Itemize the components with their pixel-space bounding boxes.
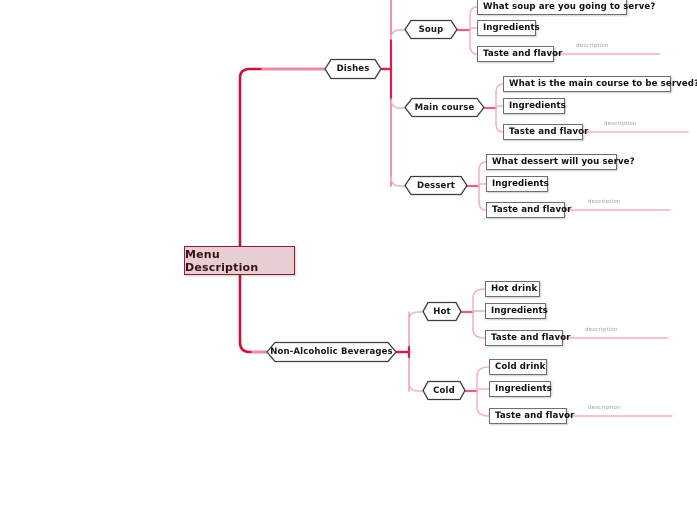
wire-des-q bbox=[478, 161, 487, 172]
leaf-label: Ingredients bbox=[509, 101, 566, 111]
branch-node-non-alcoholic-beverages[interactable]: Non-Alcoholic Beverages bbox=[266, 341, 397, 363]
sub-node-hot-label: Hot bbox=[433, 306, 451, 317]
trunk-to-dishes bbox=[238, 67, 326, 248]
leaf-label: Taste and flavor bbox=[491, 333, 571, 343]
description-label-main-course: description bbox=[604, 121, 637, 127]
leaf-dessert-question[interactable]: What dessert will you serve? bbox=[486, 154, 635, 170]
wire-main-q bbox=[495, 83, 504, 94]
hexagon-shape bbox=[266, 341, 397, 363]
leaf-label: Ingredients bbox=[491, 306, 548, 316]
leaf-cold-ingredients[interactable]: Ingredients bbox=[489, 381, 552, 397]
description-label-hot: description bbox=[585, 327, 618, 333]
leaf-main-course-taste[interactable]: Taste and flavor bbox=[503, 124, 588, 140]
branch-node-dishes[interactable]: Dishes bbox=[324, 58, 382, 80]
sub-node-main-course[interactable]: Main course bbox=[404, 97, 485, 118]
wire-main-t bbox=[495, 122, 504, 133]
wire-dishes-main bbox=[390, 98, 405, 109]
wire-soup-t bbox=[469, 44, 478, 55]
leaf-label: Ingredients bbox=[495, 384, 552, 394]
hexagon-shape bbox=[324, 58, 382, 80]
leaf-soup-question[interactable]: What soup are you going to serve? bbox=[477, 0, 655, 15]
wire-hot-q bbox=[472, 288, 486, 299]
wire-cold-t bbox=[476, 406, 490, 417]
description-label-dessert: description bbox=[588, 199, 621, 205]
leaf-label: Ingredients bbox=[492, 179, 549, 189]
leaf-soup-taste[interactable]: Taste and flavor bbox=[477, 46, 562, 62]
sub-node-dessert[interactable]: Dessert bbox=[404, 175, 468, 196]
hexagon-shape bbox=[422, 301, 462, 322]
wire-hot-t bbox=[472, 328, 486, 339]
description-label-cold: description bbox=[588, 405, 621, 411]
leaf-label: What is the main course to be served? bbox=[509, 79, 697, 89]
leaf-hot-ingredients[interactable]: Ingredients bbox=[485, 303, 548, 319]
leaf-label: What soup are you going to serve? bbox=[483, 2, 656, 12]
wire-soup-q bbox=[469, 6, 478, 17]
leaf-label: Cold drink bbox=[495, 362, 546, 372]
description-label-soup: description bbox=[576, 43, 609, 49]
leaf-label: Taste and flavor bbox=[509, 127, 589, 137]
sub-node-cold[interactable]: Cold bbox=[422, 380, 466, 401]
leaf-main-course-question[interactable]: What is the main course to be served? bbox=[503, 76, 697, 92]
leaf-dessert-ingredients[interactable]: Ingredients bbox=[486, 176, 549, 192]
leaf-label: Taste and flavor bbox=[492, 205, 572, 215]
wire-cold-q bbox=[476, 366, 490, 377]
wire-bev-hot bbox=[408, 311, 423, 322]
hexagon-shape bbox=[404, 19, 458, 40]
sub-node-hot[interactable]: Hot bbox=[422, 301, 462, 322]
hexagon-shape bbox=[404, 97, 485, 118]
leaf-cold-taste[interactable]: Taste and flavor bbox=[489, 408, 574, 424]
sub-node-soup[interactable]: Soup bbox=[404, 19, 458, 40]
leaf-dessert-taste[interactable]: Taste and flavor bbox=[486, 202, 571, 218]
sub-node-cold-label: Cold bbox=[433, 385, 455, 396]
wire-des-t bbox=[478, 200, 487, 211]
leaf-main-course-ingredients[interactable]: Ingredients bbox=[503, 98, 566, 114]
leaf-hot-taste[interactable]: Taste and flavor bbox=[485, 330, 570, 346]
leaf-label: Ingredients bbox=[483, 23, 540, 33]
trunk-to-beverages bbox=[238, 273, 268, 354]
leaf-label: Taste and flavor bbox=[483, 49, 563, 59]
root-node-menu-description[interactable]: Menu Description bbox=[184, 246, 295, 275]
leaf-label: Taste and flavor bbox=[495, 411, 575, 421]
sub-node-dessert-label: Dessert bbox=[416, 180, 455, 191]
hexagon-shape bbox=[422, 380, 466, 401]
sub-node-soup-label: Soup bbox=[418, 24, 444, 35]
sub-node-main-course-label: Main course bbox=[414, 102, 475, 113]
leaf-soup-ingredients[interactable]: Ingredients bbox=[477, 20, 540, 36]
leaf-label: What dessert will you serve? bbox=[492, 157, 635, 167]
branch-node-beverages-label: Non-Alcoholic Beverages bbox=[270, 347, 393, 357]
leaf-cold-drink[interactable]: Cold drink bbox=[489, 359, 547, 375]
wire-dishes-soup bbox=[390, 29, 405, 40]
leaf-label: Hot drink bbox=[491, 284, 538, 294]
hexagon-shape bbox=[404, 175, 468, 196]
branch-node-dishes-label: Dishes bbox=[336, 64, 370, 74]
wire-dishes-dessert bbox=[390, 176, 405, 187]
leaf-hot-drink[interactable]: Hot drink bbox=[485, 281, 540, 297]
root-node-label: Menu Description bbox=[185, 247, 259, 274]
wire-bev-cold bbox=[408, 381, 423, 392]
